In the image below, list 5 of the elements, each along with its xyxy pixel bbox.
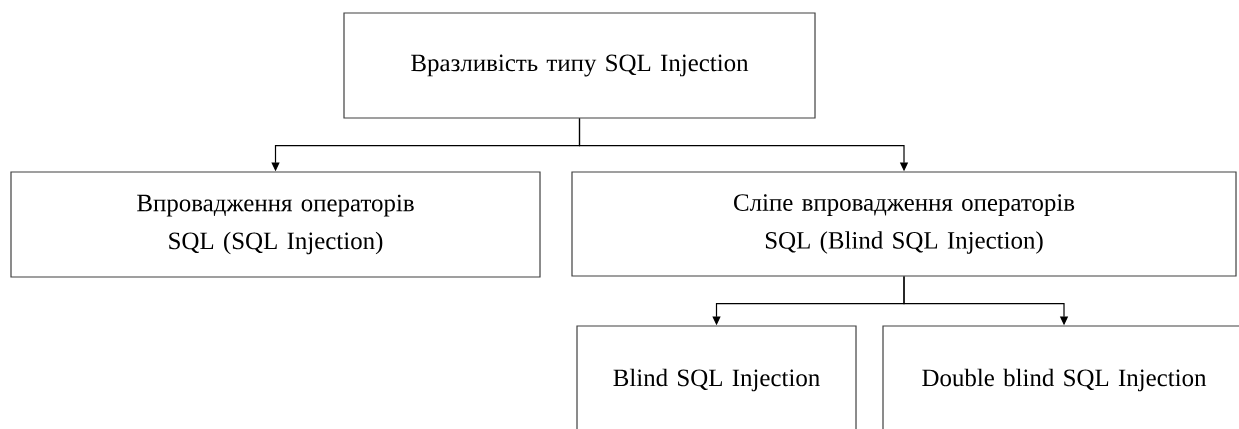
category-box: Сліпе впровадження операторів SQL (Blind SQL Injection) [571,171,1237,277]
category-box: Вразливість типу SQL Injection [343,12,816,119]
category-box: Впровадження операторів SQL (SQL Injection) [10,171,541,278]
category-box: Blind SQL Injection [576,325,857,429]
category-box: Double blind SQL Injection [882,325,1239,429]
